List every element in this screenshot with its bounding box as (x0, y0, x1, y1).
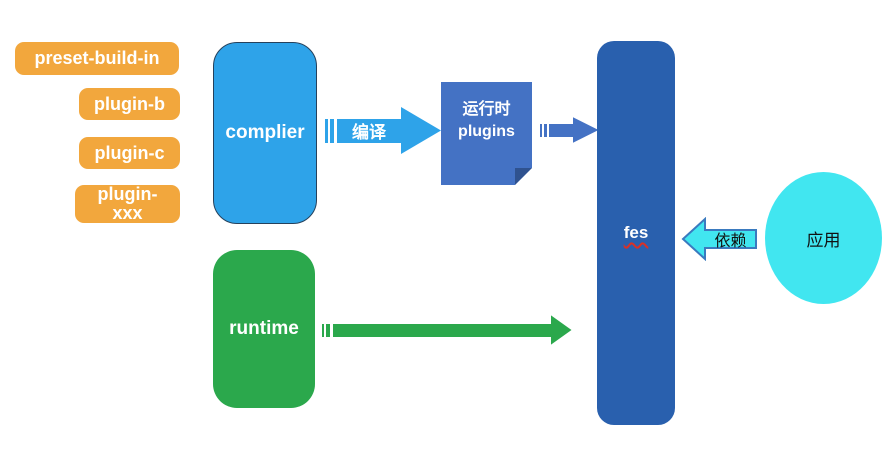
app-ellipse: 应用 (765, 172, 882, 304)
runtime-to-fes-arrow-stripe (326, 323, 330, 337)
compile-arrow: 编译 (325, 107, 441, 154)
chip-plugin-xxx: plugin- xxx (75, 185, 180, 223)
plugins-to-fes-arrow-stripe (543, 123, 547, 137)
chip-plugin-c: plugin-c (79, 137, 180, 169)
plugins-to-fes-arrow (540, 117, 599, 143)
compile-arrow-head-icon (401, 107, 441, 154)
complier-box: complier (213, 42, 317, 224)
runtime-to-fes-arrow-body (332, 323, 551, 337)
runtime-box: runtime (213, 250, 315, 408)
compile-arrow-stripe (325, 118, 328, 143)
runtime-plugins-note: 运行时 plugins (441, 82, 532, 185)
chip-plugin-b: plugin-b (79, 88, 180, 120)
plugins-to-fes-arrow-body (548, 123, 573, 137)
compile-arrow-label: 编译 (352, 123, 386, 142)
runtime-to-fes-arrow-head-icon (550, 315, 572, 345)
fes-label: fes (623, 223, 649, 242)
runtime-label: runtime (229, 318, 299, 339)
runtime-to-fes-arrow-stripe (322, 323, 324, 337)
depend-arrow (681, 217, 757, 261)
depend-arrow-label: 依赖 (714, 232, 747, 250)
compile-arrow-stripe (329, 118, 334, 143)
runtime-plugins-label: 运行时 plugins (458, 100, 515, 140)
plugins-to-fes-arrow-head-icon (572, 117, 599, 143)
compile-arrow-body: 编译 (337, 118, 401, 143)
chip-preset-build-in: preset-build-in (15, 42, 179, 75)
depend-arrow-shape (681, 217, 757, 261)
plugins-to-fes-arrow-stripe (540, 123, 542, 137)
complier-label: complier (225, 122, 305, 143)
app-label: 应用 (806, 230, 841, 250)
fes-box: fes (597, 41, 675, 425)
runtime-to-fes-arrow (322, 315, 572, 345)
